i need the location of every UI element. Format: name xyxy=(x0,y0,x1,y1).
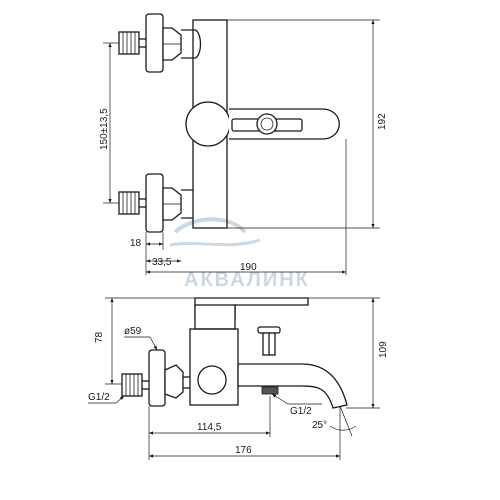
dim-total-height: 109 xyxy=(308,297,389,409)
dim-height-label: 192 xyxy=(377,113,388,130)
dim-wall-spacing: 150±13,5 xyxy=(99,42,119,204)
dim-height-to-axis-label: 78 xyxy=(94,331,105,343)
side-diverter xyxy=(257,326,281,356)
dim-flange-diameter-label: ø59 xyxy=(124,326,142,337)
dim-width-label: 190 xyxy=(240,262,257,273)
lever-knob xyxy=(185,101,231,147)
upper-flange xyxy=(145,13,164,73)
side-nut xyxy=(164,364,184,399)
dim-spout-angle: 25° xyxy=(312,405,357,438)
dim-flange-diameter: ø59 xyxy=(124,326,158,351)
lever xyxy=(185,101,340,147)
dim-total-height-label: 109 xyxy=(378,341,389,358)
upper-inlet xyxy=(118,13,202,73)
dim-wall-spacing-label: 150±13,5 xyxy=(99,108,110,150)
dim-inlet-thread: G1/2 xyxy=(88,392,125,404)
dim-body-reach: 114,5 xyxy=(149,422,270,435)
lever-cartridge xyxy=(194,304,236,330)
aerator xyxy=(261,386,279,395)
dim-total-reach-label: 176 xyxy=(235,445,252,456)
side-view: 78 ø59 G1/2 109 G1/2 xyxy=(88,297,389,460)
side-inlet xyxy=(121,349,190,407)
dim-spout-thread: G1/2 xyxy=(271,393,322,417)
dim-height: 192 xyxy=(227,19,388,229)
spout-angle-label: 25° xyxy=(312,420,327,431)
dim-body-reach-label: 114,5 xyxy=(197,422,222,433)
watermark-text: АКВАЛИНК xyxy=(184,269,310,291)
side-spout xyxy=(237,363,348,409)
side-flange xyxy=(148,349,166,407)
watermark: АКВАЛИНК xyxy=(169,217,310,291)
inlet-thread-label: G1/2 xyxy=(88,392,110,403)
dim-height-to-axis: 78 xyxy=(94,297,195,385)
top-view: 150±13,5 192 18 33,5 190 xyxy=(99,13,388,275)
dim-total-reach: 176 xyxy=(149,445,340,458)
spout-thread-label: G1/2 xyxy=(290,406,312,417)
dim-offset-18: 18 xyxy=(130,238,163,249)
diverter-knob xyxy=(256,113,278,135)
lower-flange xyxy=(145,173,164,233)
upper-thread xyxy=(118,31,140,55)
dim-eccentric-label: 33,5 xyxy=(152,257,172,268)
lower-thread xyxy=(118,191,140,215)
dim-offset-label: 18 xyxy=(130,238,142,249)
side-inlet-thread xyxy=(121,373,143,397)
side-body-valve xyxy=(197,365,227,395)
lower-inlet xyxy=(118,173,193,233)
dim-width: 190 xyxy=(146,262,346,274)
dim-eccentric-length: 33,5 xyxy=(146,257,181,268)
